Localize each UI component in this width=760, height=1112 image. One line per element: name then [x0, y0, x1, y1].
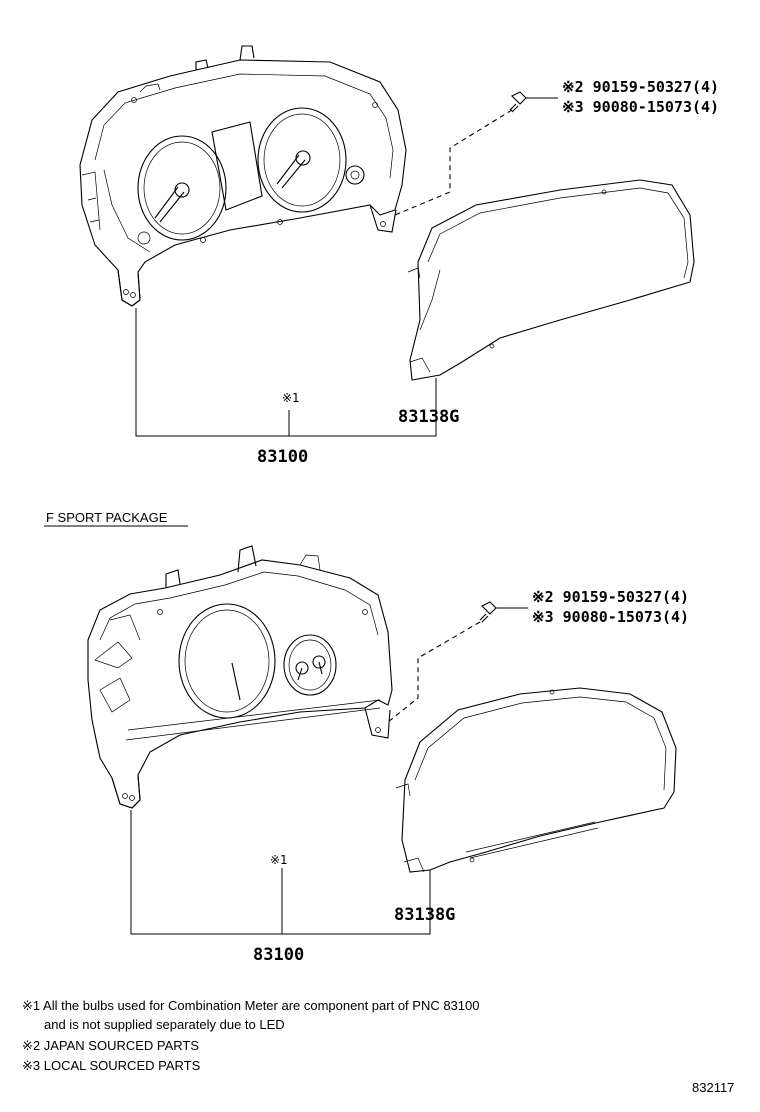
diagram-id: 832117 — [692, 1080, 734, 1095]
meter-part-number-lower[interactable]: 83100 — [253, 945, 304, 965]
meter-leader-upper — [135, 308, 437, 437]
meter-lens-upper[interactable] — [407, 179, 695, 381]
lower-section: F SPORT PACKAGE — [44, 510, 689, 965]
note-mark-upper: ※1 — [282, 391, 300, 405]
screw-upper[interactable] — [509, 91, 527, 113]
screw-install-path-lower — [387, 621, 481, 723]
note-2: ※2 JAPAN SOURCED PARTS — [22, 1038, 199, 1053]
screw-callout-upper-1: ※2 90159-50327(4) — [562, 78, 719, 96]
screw-callout-lower-2: ※3 90080-15073(4) — [532, 608, 689, 626]
meter-lens-lower[interactable] — [395, 687, 677, 873]
note-1-line-2: and is not supplied separately due to LE… — [44, 1017, 285, 1032]
combination-meter-upper[interactable] — [79, 45, 407, 307]
note-mark-lower: ※1 — [270, 853, 288, 867]
meter-part-number-upper[interactable]: 83100 — [257, 447, 308, 467]
note-1-line-1: ※1 All the bulbs used for Combination Me… — [22, 998, 479, 1013]
lens-part-number-lower[interactable]: 83138G — [394, 905, 455, 925]
screw-callout-lower-1: ※2 90159-50327(4) — [532, 588, 689, 606]
lens-part-number-upper[interactable]: 83138G — [398, 407, 459, 427]
screw-callout-upper-2: ※3 90080-15073(4) — [562, 98, 719, 116]
upper-section: ※2 90159-50327(4) ※3 90080-15073(4) ※1 8… — [79, 45, 719, 467]
note-3: ※3 LOCAL SOURCED PARTS — [22, 1058, 201, 1073]
screw-lower[interactable] — [479, 601, 497, 623]
package-label: F SPORT PACKAGE — [46, 510, 168, 525]
screw-install-path-upper — [394, 109, 513, 216]
combination-meter-lower[interactable] — [87, 545, 393, 809]
meter-leader-lower — [130, 810, 431, 935]
footnotes: ※1 All the bulbs used for Combination Me… — [22, 998, 734, 1095]
